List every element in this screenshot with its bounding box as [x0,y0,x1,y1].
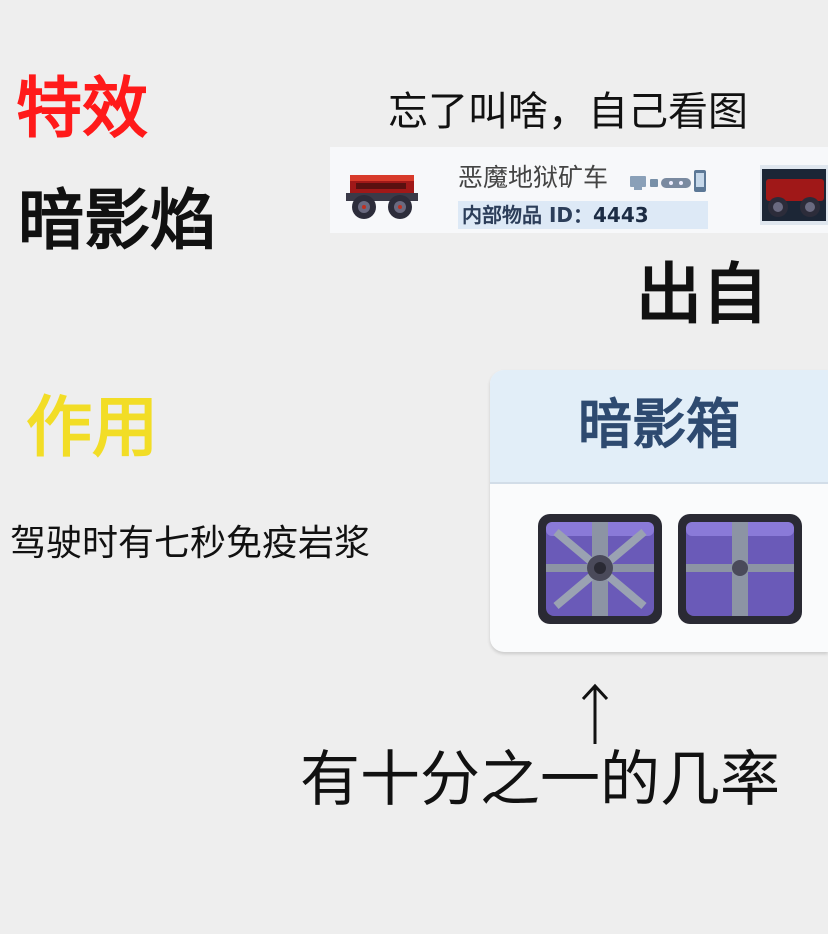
usage-heading: 作用 [26,389,158,466]
item-id-row: 内部物品 ID：4443 [458,201,708,229]
source-heading: 出自 [636,256,768,333]
minecart-icon [346,175,418,219]
forgot-name-note: 忘了叫啥，自己看图 [388,89,748,135]
platform-icons [630,170,706,192]
arrow-up-icon [581,683,609,744]
usage-description: 驾驶时有七秒免疫岩浆 [10,523,371,564]
minecart-icon-partial [760,165,828,225]
item-id-value: 4443 [593,203,649,227]
shadow-chest-locked-icon [538,514,662,624]
item-name: 恶魔地狱矿车 [458,163,609,192]
chest-title: 暗影箱 [578,393,740,456]
effect-heading: 特效 [16,70,148,147]
chest-card-header: 暗影箱 [490,370,828,484]
item-id-label: 内部物品 ID： [462,203,594,227]
shadow-chest-icon [678,514,802,624]
drop-chance-text: 有十分之一的几率 [300,745,780,815]
chest-card: 暗影箱 [490,370,828,652]
item-tooltip: 恶魔地狱矿车 内部物品 ID：4443 [330,147,828,233]
effect-name: 暗影焰 [18,182,216,259]
